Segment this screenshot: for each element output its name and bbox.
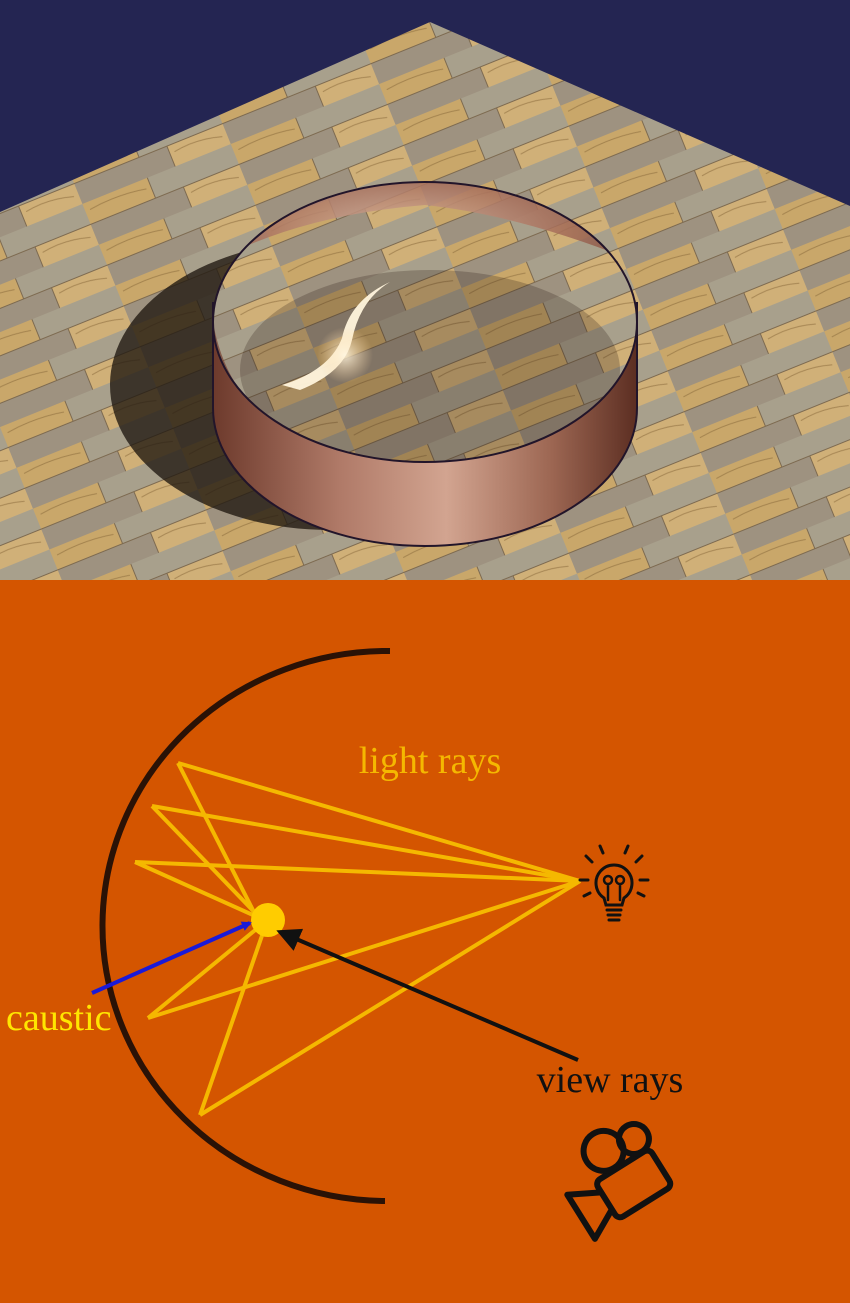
light-rays-label: light rays	[359, 740, 501, 782]
curved-mirror	[99, 647, 391, 1204]
diagram-background	[0, 580, 850, 1303]
light-bulb-icon	[578, 844, 650, 922]
view-rays-label: view rays	[537, 1059, 684, 1101]
caustic-point	[251, 903, 285, 937]
rendered-scene	[0, 0, 850, 580]
caustic-diagram: light rays caustic view rays	[0, 580, 850, 1303]
view-ray	[276, 928, 579, 1062]
caustic-arrow	[91, 921, 252, 995]
light-rays	[134, 761, 582, 1117]
copper-ring-interior	[213, 182, 637, 462]
video-camera-icon	[564, 1120, 674, 1242]
caustic-label: caustic	[6, 997, 112, 1039]
caustic-highlight	[282, 282, 390, 390]
